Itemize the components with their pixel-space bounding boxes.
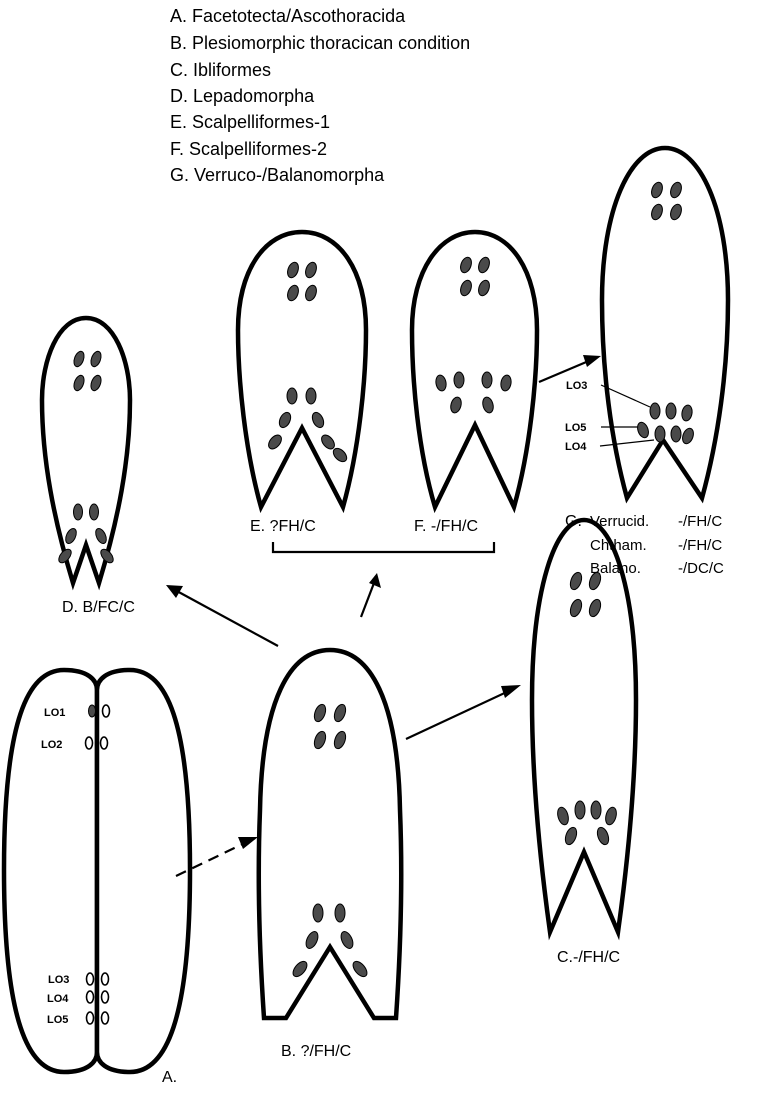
legend-item-d: D. Lepadomorpha bbox=[170, 86, 315, 106]
arrow-b-to-c-head bbox=[501, 685, 521, 698]
panel-e-outline bbox=[238, 232, 366, 507]
panel-g-lo5-label: LO5 bbox=[565, 422, 586, 434]
panel-c: C.-/FH/C bbox=[532, 520, 636, 966]
arrow-b-to-d-head bbox=[166, 585, 183, 598]
panel-a: LO1 LO2 LO3 LO4 LO5 A. bbox=[4, 670, 190, 1086]
legend-item-f: F. Scalpelliformes-2 bbox=[170, 139, 327, 159]
panel-g-row1-code: -/FH/C bbox=[678, 513, 722, 530]
panel-b-label: B. ?/FH/C bbox=[281, 1043, 351, 1060]
panel-f-outline bbox=[412, 232, 537, 507]
panel-g-row1-name: Verrucid. bbox=[590, 513, 649, 530]
panel-g-row2-name: Chtham. bbox=[590, 537, 647, 554]
panel-g-row3-name: Balano. bbox=[590, 560, 641, 577]
panel-a-lo4-label: LO4 bbox=[47, 993, 69, 1005]
panel-b-outline bbox=[259, 650, 401, 1018]
panel-f: F. -/FH/C bbox=[412, 232, 537, 535]
arrow-f-to-g-head bbox=[583, 355, 601, 367]
arrow-b-to-c bbox=[406, 690, 511, 739]
panel-c-outline bbox=[532, 520, 636, 932]
arrow-a-to-b-head bbox=[238, 837, 258, 849]
panel-g-lo4-label: LO4 bbox=[565, 441, 587, 453]
legend-item-c: C. Ibliformes bbox=[170, 60, 271, 80]
panel-g-lo3-label: LO3 bbox=[566, 380, 587, 392]
panel-a-label: A. bbox=[162, 1069, 177, 1086]
arrow-b-to-ef-head bbox=[369, 573, 381, 588]
panel-a-right-valve bbox=[97, 670, 190, 1072]
panel-f-label: F. -/FH/C bbox=[414, 518, 478, 535]
arrow-f-to-g bbox=[539, 360, 591, 382]
panel-a-lo3-label: LO3 bbox=[48, 974, 69, 986]
legend-item-b: B. Plesiomorphic thoracican condition bbox=[170, 33, 470, 53]
legend-item-e: E. Scalpelliformes-1 bbox=[170, 112, 330, 132]
panel-g-prefix: G. bbox=[565, 513, 582, 530]
ef-bracket bbox=[273, 542, 494, 552]
panel-a-left-valve bbox=[4, 670, 97, 1072]
panel-c-label: C.-/FH/C bbox=[557, 949, 620, 966]
panel-a-lo2-label: LO2 bbox=[41, 739, 62, 751]
panel-g-row3-code: -/DC/C bbox=[678, 560, 724, 577]
legend: A. Facetotecta/Ascothoracida B. Plesiomo… bbox=[170, 6, 470, 185]
arrow-b-to-d bbox=[175, 590, 278, 646]
arrow-b-to-ef bbox=[361, 583, 374, 617]
panel-d: D. B/FC/C bbox=[42, 318, 135, 616]
panel-e-label: E. ?FH/C bbox=[250, 518, 316, 535]
panel-a-lo5-label: LO5 bbox=[47, 1014, 68, 1026]
panel-d-outline bbox=[42, 318, 130, 583]
panel-d-label: D. B/FC/C bbox=[62, 599, 135, 616]
panel-e: E. ?FH/C bbox=[238, 232, 366, 535]
legend-item-a: A. Facetotecta/Ascothoracida bbox=[170, 6, 406, 26]
panel-a-lo1-label: LO1 bbox=[44, 707, 65, 719]
legend-item-g: G. Verruco-/Balanomorpha bbox=[170, 165, 385, 185]
panel-g-outline bbox=[602, 148, 728, 498]
panel-g-row2-code: -/FH/C bbox=[678, 537, 722, 554]
panel-b: B. ?/FH/C bbox=[259, 650, 401, 1060]
